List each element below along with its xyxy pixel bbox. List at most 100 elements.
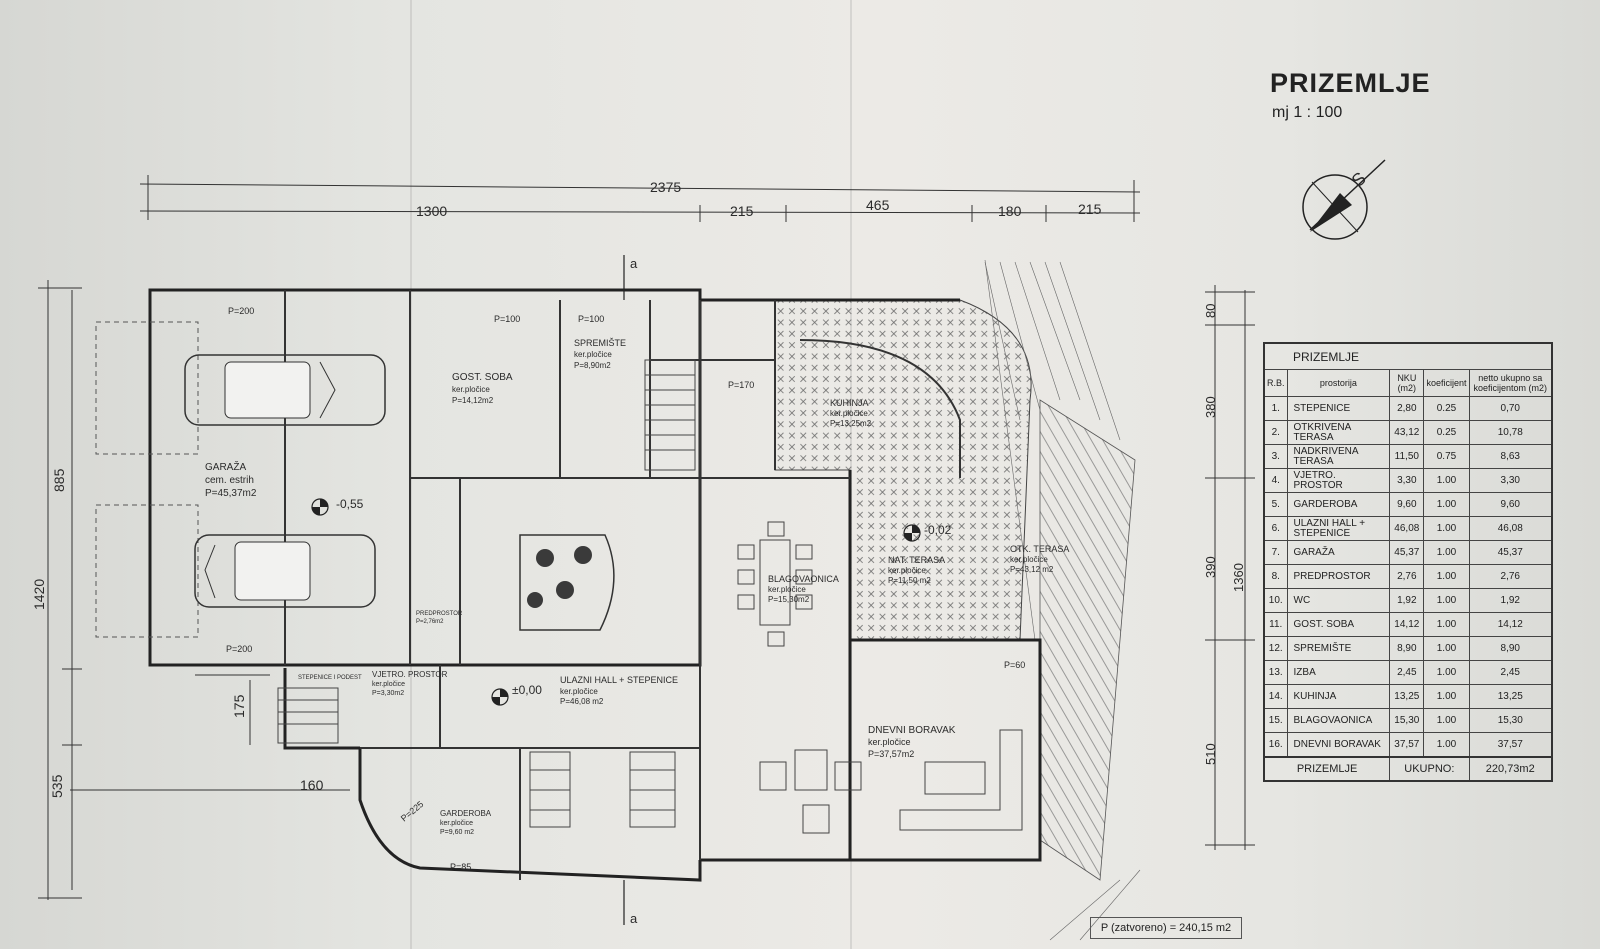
area-table: PRIZEMLJE R.B. prostorija NKU (m2) koefi… [1263, 342, 1553, 782]
opening-label: P=225 [399, 799, 426, 824]
table-cell-name: PREDPROSTOR [1286, 564, 1391, 589]
table-total-word: UKUPNO: [1389, 756, 1470, 782]
section-marker-bottom: a [630, 911, 638, 926]
opening-label: P=200 [228, 306, 254, 316]
table-cell-nku: 37,57 [1389, 732, 1425, 758]
table-cell-rb: 2. [1263, 420, 1288, 445]
dim-right-segment: 80 [1203, 304, 1218, 318]
room-floor: ker.pločice [372, 681, 405, 688]
dim-right-segment: 380 [1203, 396, 1218, 418]
dimension-lines-right [1205, 285, 1255, 850]
drawing-scale: mj 1 : 100 [1272, 104, 1343, 121]
table-cell-rb: 14. [1263, 684, 1288, 709]
plant-symbols [527, 546, 592, 608]
table-cell-koef: 1.00 [1423, 636, 1470, 661]
table-cell-nku: 46,08 [1389, 516, 1425, 541]
table-cell-net: 2,45 [1468, 660, 1553, 685]
parking-bays [95, 321, 199, 638]
table-cell-koef: 0.25 [1423, 396, 1470, 421]
table-header: R.B. [1263, 369, 1288, 397]
table-cell-net: 9,60 [1468, 492, 1553, 517]
dim-total-width: 2375 [650, 179, 681, 195]
table-cell-rb: 8. [1263, 564, 1288, 589]
table-header: koeficijent [1423, 369, 1470, 397]
drawing-title: PRIZEMLJE [1270, 68, 1431, 98]
table-cell-name: VJETRO. PROSTOR [1286, 468, 1391, 493]
table-cell-nku: 15,30 [1389, 708, 1425, 733]
table-cell-rb: 6. [1263, 516, 1288, 541]
table-cell-nku: 11,50 [1389, 444, 1425, 469]
dim-left-offset: 160 [300, 777, 324, 793]
room-floor: ker.pločice [888, 566, 926, 575]
room-name: OTK. TERASA [1010, 544, 1069, 554]
opening-label: P=85 [450, 862, 471, 872]
table-cell-rb: 15. [1263, 708, 1288, 733]
dim-left-mid: 175 [231, 694, 247, 718]
dim-left-total: 1420 [31, 579, 47, 610]
north-arrow-icon [1302, 159, 1386, 240]
room-name: PREDPROSTOR [416, 611, 463, 617]
table-cell-rb: 11. [1263, 612, 1288, 637]
table-cell-koef: 1.00 [1423, 516, 1470, 541]
table-cell-koef: 0.25 [1423, 420, 1470, 445]
table-cell-koef: 1.00 [1423, 468, 1470, 493]
table-cell-nku: 8,90 [1389, 636, 1425, 661]
table-cell-name: DNEVNI BORAVAK [1286, 732, 1391, 758]
table-cell-koef: 0.75 [1423, 444, 1470, 469]
room-area: P=14,12m2 [452, 396, 494, 405]
planter [519, 534, 615, 631]
table-cell-koef: 1.00 [1423, 564, 1470, 589]
room-area: P=2,76m2 [416, 619, 444, 625]
table-cell-koef: 1.00 [1423, 732, 1470, 758]
table-cell-net: 0,70 [1468, 396, 1553, 421]
kitchen-curved-wall [799, 339, 961, 478]
table-cell-nku: 2,45 [1389, 660, 1425, 685]
table-cell-net: 45,37 [1468, 540, 1553, 565]
dining-table [737, 521, 813, 647]
table-cell-name: KUHINJA [1286, 684, 1391, 709]
table-cell-nku: 45,37 [1389, 540, 1425, 565]
room-area: P=9,60 m2 [440, 829, 474, 836]
table-total-value: 220,73m2 [1468, 756, 1553, 782]
dim-right-segment: 390 [1203, 556, 1218, 578]
table-header: prostorija [1286, 369, 1391, 397]
table-cell-rb: 12. [1263, 636, 1288, 661]
dim-right-segment: 510 [1203, 743, 1218, 765]
room-floor: ker.pločice [1010, 555, 1048, 564]
dimension-lines-left [38, 280, 350, 900]
table-cell-net: 10,78 [1468, 420, 1553, 445]
room-floor: ker.pločice [560, 687, 598, 696]
table-cell-nku: 1,92 [1389, 588, 1425, 613]
opening-label: P=200 [226, 644, 252, 654]
table-cell-rb: 10. [1263, 588, 1288, 613]
table-cell-koef: 1.00 [1423, 708, 1470, 733]
room-area: P=45,37m2 [205, 488, 257, 499]
room-area: P=37,57m2 [868, 749, 914, 759]
room-name: ULAZNI HALL + STEPENICE [560, 675, 678, 685]
table-cell-koef: 1.00 [1423, 588, 1470, 613]
table-cell-koef: 1.00 [1423, 540, 1470, 565]
room-name: GARAŽA [205, 460, 246, 473]
table-cell-rb: 3. [1263, 444, 1288, 469]
table-cell-name: NADKRIVENA TERASA [1286, 444, 1391, 469]
table-cell-net: 15,30 [1468, 708, 1553, 733]
room-floor: ker.pločice [574, 350, 612, 359]
room-floor: ker.pločice [830, 409, 868, 418]
dim-top-segment: 1300 [416, 203, 447, 219]
dimension-lines-top [139, 175, 1141, 222]
table-cell-net: 14,12 [1468, 612, 1553, 637]
level-markers [311, 498, 921, 706]
opening-label: P=100 [494, 314, 520, 324]
dim-top-segment: 215 [1078, 201, 1102, 217]
level-hall: ±0,00 [512, 683, 542, 697]
slope-lines [984, 261, 1141, 941]
open-terrace-paving [700, 299, 1032, 641]
room-floor: ker.pločice [452, 385, 490, 394]
